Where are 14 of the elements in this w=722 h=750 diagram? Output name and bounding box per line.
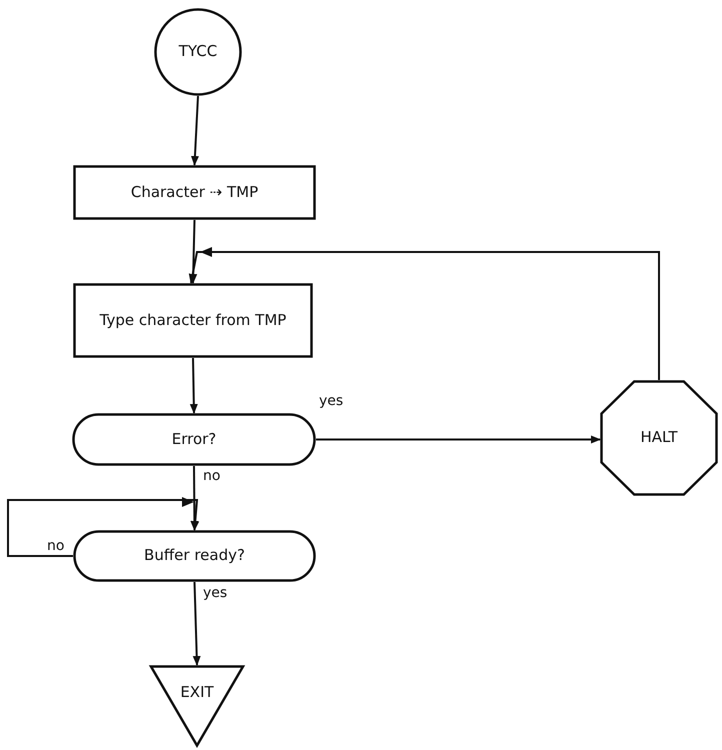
start-circle [154,8,242,96]
node-text: HALT [640,428,678,448]
node-text: TYCC [178,42,218,62]
edge-label: yes [318,394,344,410]
process-box [73,283,313,358]
node-text: Error? [172,430,216,450]
exit-triangle [149,665,245,747]
node-text: EXIT [180,683,214,702]
node-text: Buffer ready? [144,546,245,566]
halt-octagon [600,380,718,496]
node-text: Type character from TMP [100,310,286,330]
process-box [73,165,316,220]
edge-label: yes [202,586,228,602]
node-text: Character ⇢ TMP [130,182,258,202]
